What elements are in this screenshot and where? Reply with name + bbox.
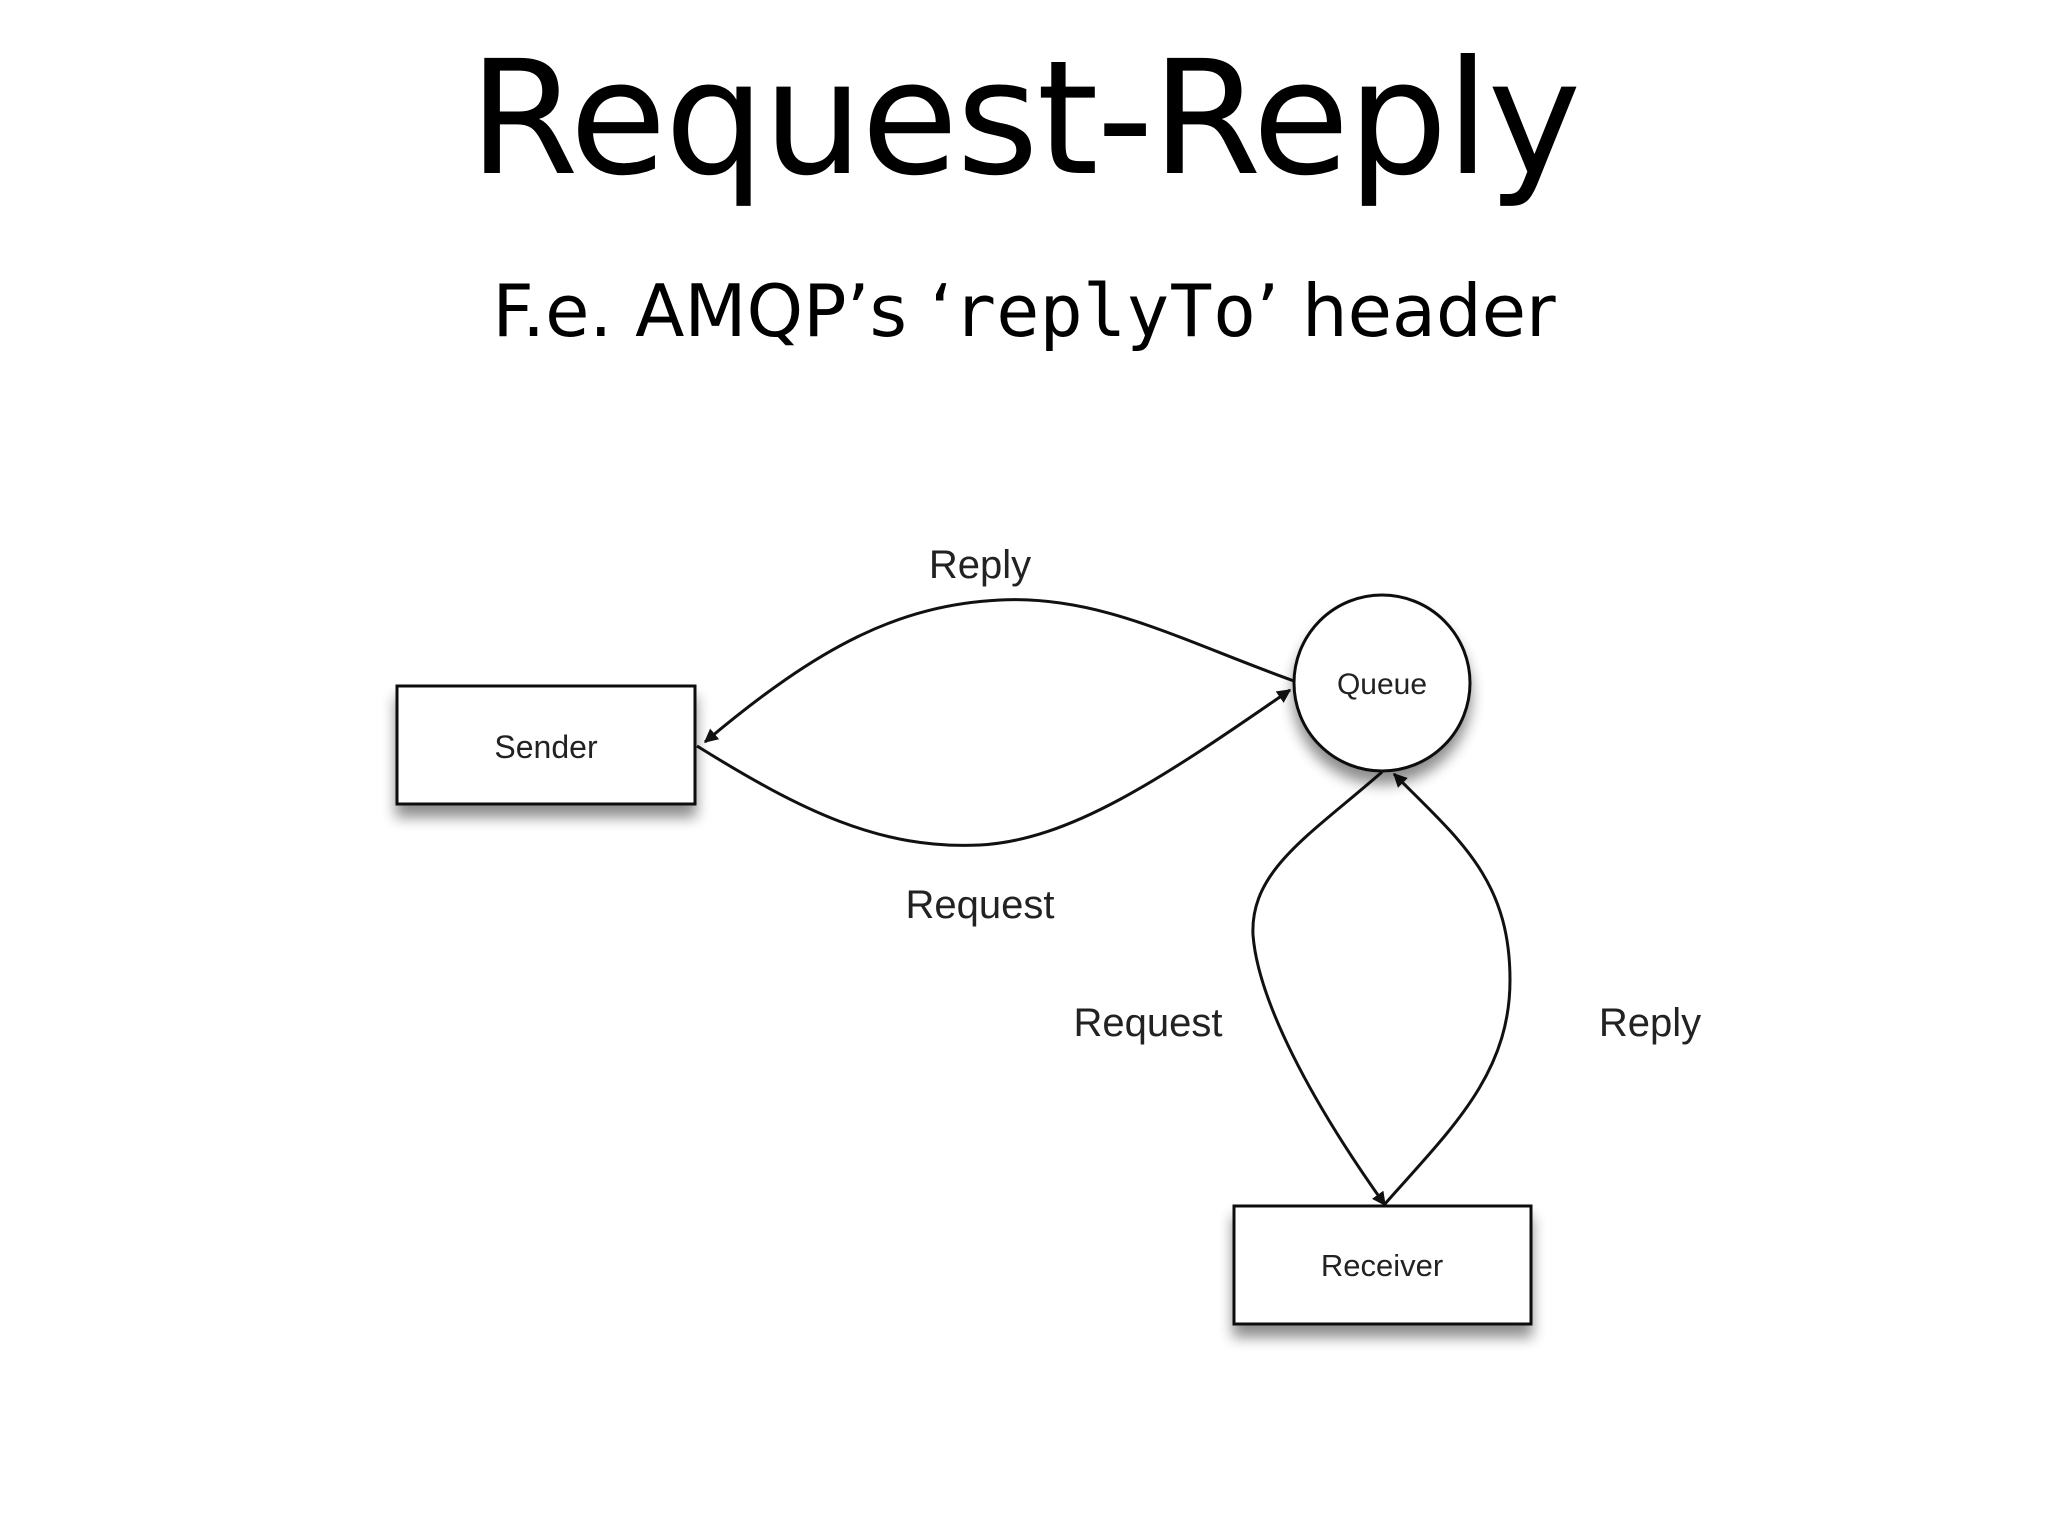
receiver-node: Receiver: [1232, 1204, 1533, 1326]
edge-label-reply-top: Reply: [929, 543, 1031, 587]
sender-label: Sender: [494, 729, 598, 765]
queue-label: Queue: [1337, 668, 1427, 701]
slide-title: Request-Reply: [468, 27, 1581, 211]
reply-arrow-receiver-to-queue: [1382, 772, 1512, 1206]
subtitle-code: replyTo: [952, 269, 1257, 353]
request-arrow-sender-to-queue: [696, 688, 1292, 847]
reply-arrow-queue-to-sender: [703, 598, 1295, 744]
edge-label-reply-up: Reply: [1599, 1001, 1701, 1045]
sender-node: Sender: [395, 684, 697, 806]
edge-label-request-down: Request: [1074, 1001, 1223, 1045]
edge-label-request-bottom: Request: [906, 883, 1055, 927]
queue-node: Queue: [1292, 593, 1472, 773]
receiver-label: Receiver: [1321, 1248, 1443, 1283]
request-arrow-queue-to-receiver: [1251, 770, 1387, 1207]
subtitle-prefix: F.e. AMQP’s ‘: [492, 269, 953, 353]
slide-subtitle: F.e. AMQP’s ‘replyTo’ header: [0, 269, 2048, 353]
subtitle-suffix: ’ header: [1256, 269, 1556, 353]
